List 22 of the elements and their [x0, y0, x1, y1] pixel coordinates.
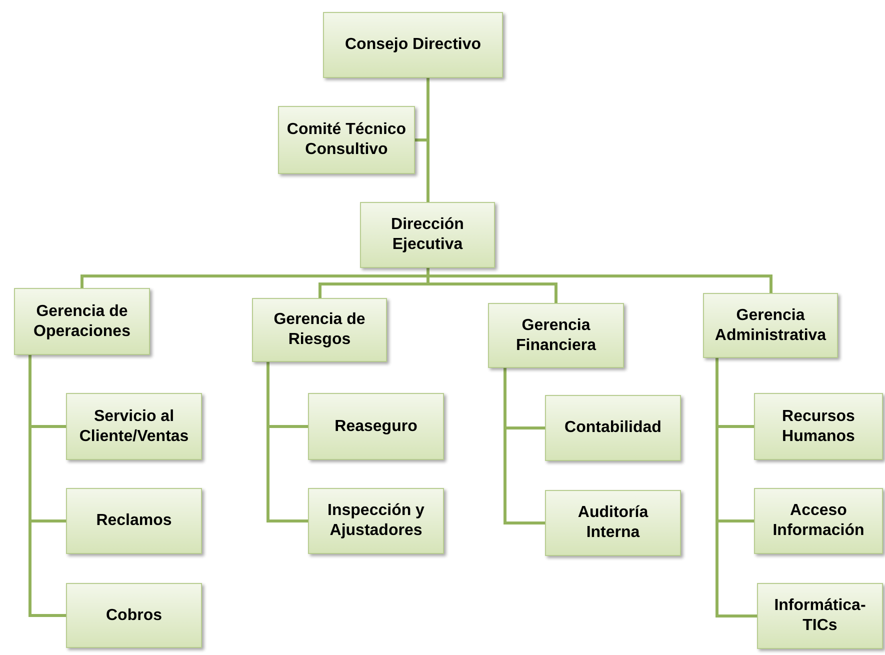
org-box: Gerencia Financiera: [488, 303, 624, 368]
org-box: Acceso Información: [754, 488, 883, 554]
org-box: Gerencia Administrativa: [703, 293, 838, 358]
connector-line: [28, 355, 66, 617]
org-box: Consejo Directivo: [323, 12, 503, 78]
org-box: Recursos Humanos: [754, 393, 883, 460]
org-box: Gerencia de Operaciones: [14, 288, 150, 355]
org-box: Reaseguro: [308, 393, 444, 460]
org-box: Reclamos: [66, 488, 202, 554]
org-box: Comité Técnico Consultivo: [278, 106, 415, 174]
org-box: Auditoría Interna: [545, 490, 681, 556]
org-box: Servicio al Cliente/Ventas: [66, 393, 202, 460]
connector-line: [426, 268, 772, 293]
org-box: Dirección Ejecutiva: [360, 202, 495, 268]
connector-line: [266, 362, 308, 522]
connector-line: [716, 358, 757, 618]
org-box: Contabilidad: [545, 395, 681, 461]
connector-line: [504, 368, 545, 524]
org-box: Gerencia de Riesgos: [252, 298, 387, 362]
org-box: Informática-TICs: [757, 583, 883, 649]
org-box: Inspección y Ajustadores: [308, 488, 444, 554]
org-box: Cobros: [66, 583, 202, 648]
